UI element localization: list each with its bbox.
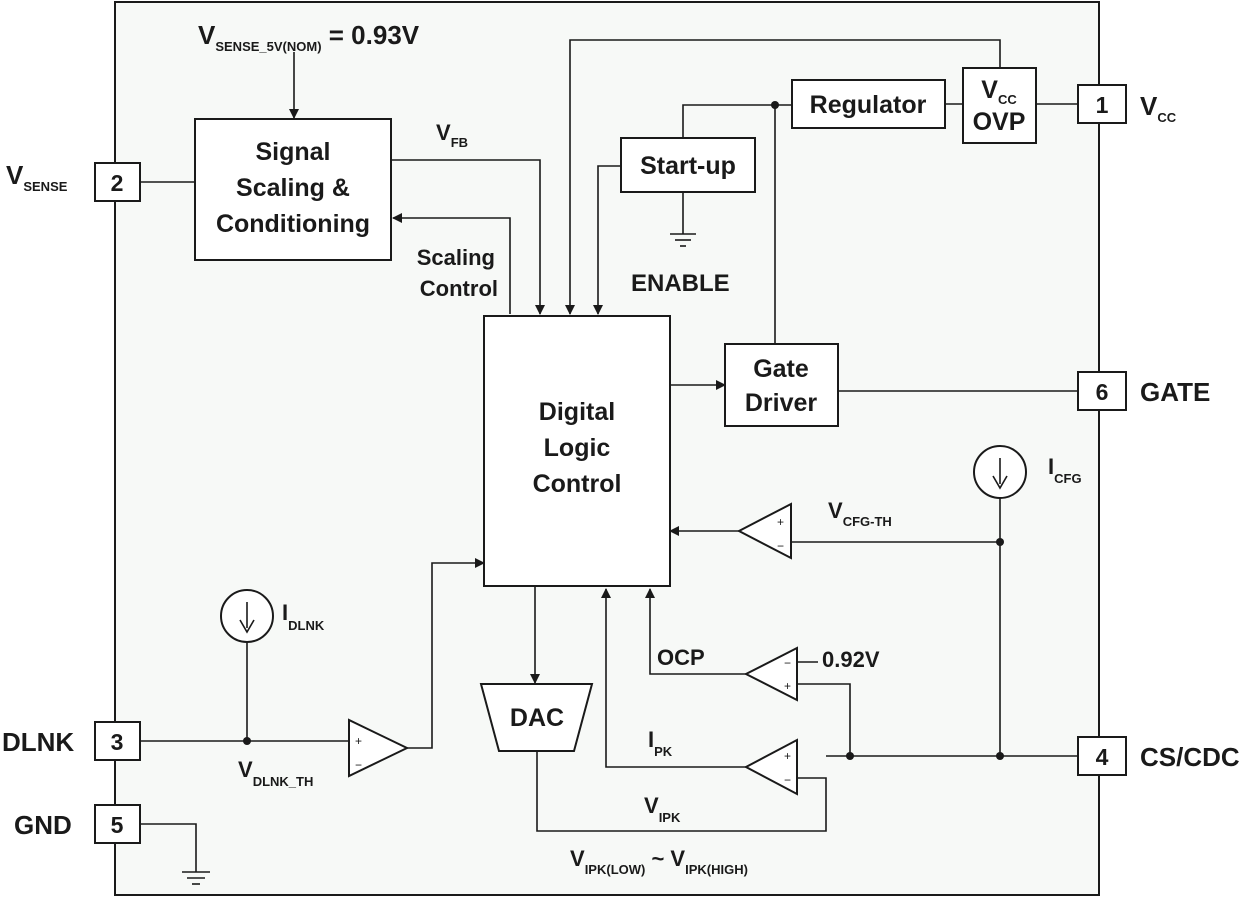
ipk-label: IPK: [648, 727, 673, 759]
digital-logic-block: [483, 315, 671, 587]
dlnk-comparator: [348, 718, 410, 778]
ocp-comparator: [743, 646, 798, 702]
pin-2-number: 2: [111, 170, 124, 196]
signal-scaling-line2: Scaling &: [236, 174, 350, 202]
signal-scaling-block: [194, 118, 392, 261]
vfb-wire: [391, 159, 545, 315]
junction-regulator: [771, 101, 779, 109]
ocp-label: OCP: [657, 645, 705, 670]
vfb-label: VFB: [436, 120, 468, 150]
gate-driver-block: [724, 343, 839, 427]
pin-6-box: [1077, 371, 1127, 411]
scaling-control-wire: [392, 213, 511, 314]
pin-3-name: DLNK: [2, 727, 74, 757]
pin-2-name: VSENSE: [6, 160, 68, 194]
dac-block: [479, 683, 594, 752]
ipk-comparator: [743, 738, 798, 796]
ocp-out-wire: [645, 588, 746, 675]
ipk-out-wire: [601, 588, 746, 768]
cfg-comp-plus: +: [777, 515, 784, 529]
pin-1-box: [1077, 84, 1127, 124]
digital-logic-line2: Logic: [544, 434, 611, 462]
ocp-ref-label: 0.92V: [822, 647, 880, 672]
regulator-label: Regulator: [810, 91, 927, 119]
ocp-comp-minus: −: [784, 656, 791, 670]
vcc-ovp-block: [962, 67, 1037, 144]
vcfg-th-label: VCFG-TH: [828, 498, 892, 529]
signal-scaling-line1: Signal: [255, 138, 330, 166]
regulator-block: [791, 79, 946, 129]
idlnk-label: IDLNK: [282, 600, 325, 633]
cfg-comp-minus: −: [777, 539, 784, 553]
vipk-wire: [536, 751, 827, 832]
vcc-ovp-ovp: OVP: [973, 108, 1026, 136]
vipk-label: VIPK: [644, 793, 681, 825]
pin-6-name: GATE: [1140, 377, 1210, 407]
signal-scaling-line3: Conditioning: [216, 210, 370, 238]
pin-4-number: 4: [1096, 744, 1109, 770]
gnd-wire: [140, 823, 197, 872]
vipk-range-label: VIPK(LOW) ~ VIPK(HIGH): [570, 846, 748, 877]
icfg-label: ICFG: [1048, 454, 1082, 486]
startup-label: Start-up: [640, 152, 736, 180]
startup-block: [620, 137, 756, 193]
dac-label: DAC: [510, 704, 564, 732]
pin-3-box: [94, 721, 141, 761]
gate-driver-line2: Driver: [745, 389, 818, 417]
junction-cfg: [996, 538, 1004, 546]
enable-label: ENABLE: [631, 270, 730, 297]
dlnk-comp-out-wire: [407, 558, 485, 749]
vcc-ovp-wire: [565, 39, 1001, 315]
vcc-ovp-vcc: VCC: [981, 76, 1017, 107]
digital-logic-line1: Digital: [539, 398, 615, 426]
ocp-comp-plus: +: [784, 679, 791, 693]
startup-wire: [593, 165, 621, 315]
junction-cs-ocp: [846, 752, 854, 760]
ipk-comp-plus: +: [784, 749, 791, 763]
pin-3-number: 3: [111, 729, 124, 755]
pin-6-number: 6: [1096, 379, 1109, 405]
dlnk-comp-minus: −: [355, 758, 362, 772]
dlnk-comp-plus: +: [355, 734, 362, 748]
scaling-control-line1: Scaling: [417, 245, 495, 270]
pin-5-number: 5: [111, 812, 124, 838]
pin-5-name: GND: [14, 810, 72, 840]
junction-dlnk: [243, 737, 251, 745]
vdlnk-th-label: VDLNK_TH: [238, 757, 313, 789]
junction-cs-icfg: [996, 752, 1004, 760]
icfg-source-arrowhead: [992, 475, 1008, 490]
startup-supply-wire: [682, 104, 775, 138]
ocp-comp-in-wire: [797, 683, 851, 756]
scaling-control-line2: Control: [420, 276, 498, 301]
pin-4-name: CS/CDC: [1140, 742, 1240, 772]
idlnk-source-arrowhead: [239, 619, 255, 634]
pin-5-box: [94, 804, 141, 844]
pin-1-name: VCC: [1140, 91, 1177, 125]
gate-driver-line1: Gate: [753, 355, 809, 383]
pin-2-box: [94, 162, 141, 202]
vsense-nom-label: VSENSE_5V(NOM) = 0.93V: [198, 20, 420, 54]
digital-logic-line3: Control: [533, 470, 622, 498]
cfg-comparator: [736, 502, 792, 560]
pin-4-box: [1077, 736, 1127, 776]
ipk-comp-minus: −: [784, 773, 791, 787]
pin-1-number: 1: [1096, 92, 1109, 118]
